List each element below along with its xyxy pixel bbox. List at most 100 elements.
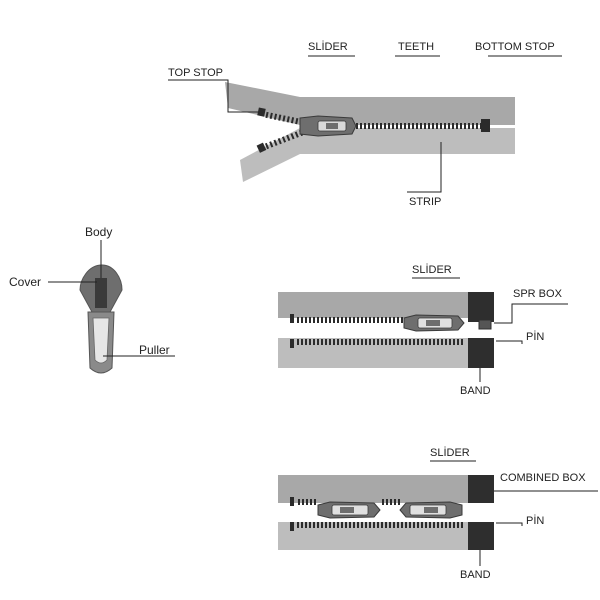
tooth bbox=[472, 123, 474, 129]
tooth bbox=[369, 339, 371, 345]
label-teeth: TEETH bbox=[398, 41, 434, 53]
tooth bbox=[290, 133, 295, 140]
tooth bbox=[386, 499, 388, 505]
tooth bbox=[337, 339, 339, 345]
tooth bbox=[264, 142, 270, 150]
tooth bbox=[297, 339, 299, 345]
tooth bbox=[424, 123, 426, 129]
tooth bbox=[405, 339, 407, 345]
tooth bbox=[449, 522, 451, 528]
tooth bbox=[337, 522, 339, 528]
tooth bbox=[368, 123, 370, 129]
tooth bbox=[345, 522, 347, 528]
tooth bbox=[381, 339, 383, 345]
tooth bbox=[401, 339, 403, 345]
tooth bbox=[309, 339, 311, 345]
tooth bbox=[409, 522, 411, 528]
tooth bbox=[461, 339, 463, 345]
tooth bbox=[295, 117, 299, 125]
tooth bbox=[353, 317, 355, 323]
label-combined-box: COMBINED BOX bbox=[500, 472, 586, 484]
tooth bbox=[457, 339, 459, 345]
tooth bbox=[349, 317, 351, 323]
tooth bbox=[389, 317, 391, 323]
tooth bbox=[273, 139, 278, 146]
tooth bbox=[376, 123, 378, 129]
tooth bbox=[361, 317, 363, 323]
tooth bbox=[384, 123, 386, 129]
tooth bbox=[297, 522, 299, 528]
label-top-stop: TOP STOP bbox=[168, 67, 223, 79]
tooth bbox=[301, 339, 303, 345]
tooth bbox=[373, 522, 375, 528]
tooth bbox=[390, 499, 392, 505]
tooth bbox=[317, 317, 319, 323]
strip-leader bbox=[407, 142, 442, 193]
tooth bbox=[365, 317, 367, 323]
tooth bbox=[394, 499, 396, 505]
bottom-stop bbox=[481, 119, 490, 132]
tooth bbox=[349, 339, 351, 345]
open-teeth-lower bbox=[264, 129, 304, 150]
tooth bbox=[329, 522, 331, 528]
tooth bbox=[377, 339, 379, 345]
tooth bbox=[345, 339, 347, 345]
tooth bbox=[457, 522, 459, 528]
top-stop-3u bbox=[290, 314, 294, 323]
tooth bbox=[286, 134, 291, 142]
tooth bbox=[329, 339, 331, 345]
tooth bbox=[392, 123, 394, 129]
tooth bbox=[317, 339, 319, 345]
top-stop-4u bbox=[290, 497, 294, 506]
teeth-upper-3 bbox=[297, 317, 403, 323]
tooth bbox=[360, 123, 362, 129]
tooth bbox=[301, 522, 303, 528]
tooth bbox=[441, 339, 443, 345]
label-pin-3: PİN bbox=[526, 330, 544, 343]
tooth bbox=[416, 123, 418, 129]
tooth bbox=[401, 317, 403, 323]
tooth bbox=[449, 339, 451, 345]
label-bottom-stop: BOTTOM STOP bbox=[475, 41, 555, 53]
tooth bbox=[404, 123, 406, 129]
top-stop-lower bbox=[256, 142, 267, 153]
tooth bbox=[381, 522, 383, 528]
tooth bbox=[356, 123, 358, 129]
tooth bbox=[314, 499, 316, 505]
slider-4b bbox=[399, 501, 463, 519]
tooth bbox=[313, 339, 315, 345]
tooth bbox=[432, 123, 434, 129]
slider-anatomy: Body Cover Puller bbox=[9, 225, 175, 374]
top-stop-3l bbox=[290, 339, 294, 348]
tooth bbox=[329, 317, 331, 323]
tooth bbox=[381, 317, 383, 323]
tooth bbox=[437, 522, 439, 528]
tooth bbox=[397, 339, 399, 345]
tooth bbox=[452, 123, 454, 129]
top-stop-leader bbox=[168, 79, 258, 113]
tooth bbox=[412, 123, 414, 129]
tooth bbox=[365, 522, 367, 528]
tooth bbox=[389, 522, 391, 528]
top-stop-4l bbox=[290, 522, 294, 531]
closed-teeth bbox=[356, 123, 482, 129]
tooth bbox=[341, 317, 343, 323]
label-slider-3: SLİDER bbox=[412, 263, 452, 276]
tooth bbox=[313, 317, 315, 323]
tooth bbox=[357, 339, 359, 345]
tooth bbox=[321, 317, 323, 323]
tooth bbox=[325, 522, 327, 528]
tooth bbox=[345, 317, 347, 323]
tooth bbox=[290, 117, 295, 124]
tooth bbox=[313, 522, 315, 528]
tooth bbox=[281, 136, 287, 143]
tooth bbox=[464, 123, 466, 129]
tooth bbox=[373, 339, 375, 345]
tooth bbox=[460, 123, 462, 129]
tooth bbox=[397, 522, 399, 528]
tooth bbox=[286, 116, 290, 123]
tooth bbox=[353, 339, 355, 345]
slider-overview bbox=[299, 115, 357, 137]
tooth bbox=[341, 522, 343, 528]
